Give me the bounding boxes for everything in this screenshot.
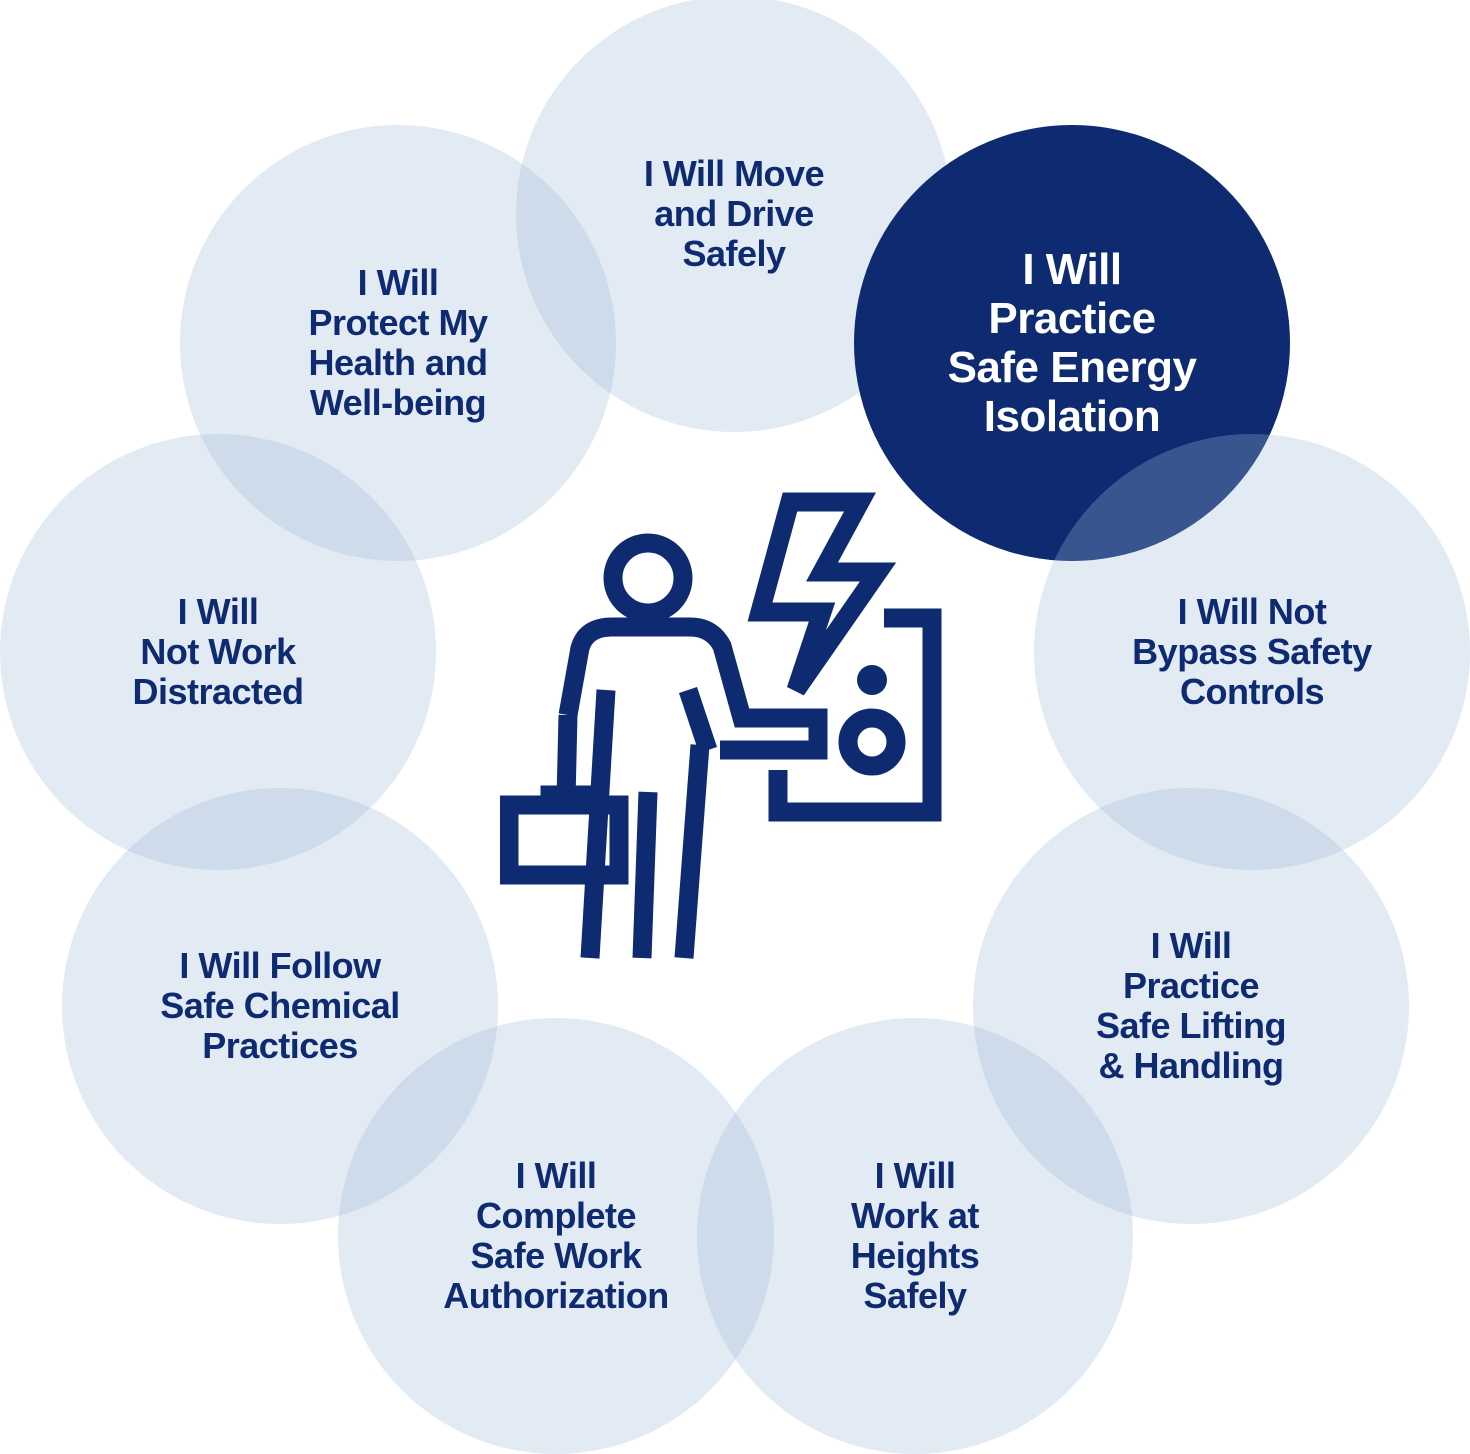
- commitment-move-drive-safely: I Will Move and Drive Safely: [516, 0, 952, 432]
- commitment-label: I Will Not Work Distracted: [132, 591, 304, 712]
- commitment-label: I Will Practice Safe Lifting & Handling: [1096, 925, 1287, 1086]
- commitment-label: I Will Follow Safe Chemical Practices: [160, 945, 400, 1066]
- commitment-label: I Will Protect My Health and Well-being: [308, 262, 488, 423]
- commitment-safe-lifting-handling: I Will Practice Safe Lifting & Handling: [973, 788, 1409, 1224]
- worker-leg-right: [674, 744, 710, 959]
- commitment-label: I Will Work at Heights Safely: [850, 1155, 980, 1316]
- commitment-safe-energy-isolation: I Will Practice Safe Energy Isolation: [854, 125, 1290, 561]
- briefcase-shape: [500, 795, 629, 885]
- worker-leg-left: [580, 689, 616, 959]
- worker-leg-center: [632, 791, 658, 959]
- commitment-safe-work-authorization: I Will Complete Safe Work Authorization: [338, 1018, 774, 1454]
- commitment-label: I Will Move and Drive Safely: [643, 153, 825, 274]
- electrical-panel-shape: [768, 608, 942, 822]
- commitment-protect-health-wellbeing: I Will Protect My Health and Well-being: [180, 125, 616, 561]
- commitment-work-at-heights-safely: I Will Work at Heights Safely: [697, 1018, 1133, 1454]
- commitment-label: I Will Not Bypass Safety Controls: [1132, 591, 1372, 712]
- worker-body-shape: [558, 617, 828, 760]
- commitment-label: I Will Complete Safe Work Authorization: [443, 1155, 669, 1316]
- briefcase-handle: [540, 785, 605, 805]
- commitment-label: I Will Practice Safe Energy Isolation: [947, 245, 1197, 441]
- panel-indicator-dot: [857, 665, 887, 695]
- lightning-bolt-shape: [747, 492, 897, 696]
- worker-head-shape: [603, 533, 693, 623]
- worker-energy-isolation-icon: [500, 492, 942, 959]
- worker-torso-line: [678, 686, 718, 754]
- commitment-safe-chemical-practices: I Will Follow Safe Chemical Practices: [62, 788, 498, 1224]
- commitment-not-work-distracted: I Will Not Work Distracted: [0, 434, 436, 870]
- commitment-not-bypass-safety-controls: I Will Not Bypass Safety Controls: [1034, 434, 1470, 870]
- panel-switch-ring: [838, 708, 906, 776]
